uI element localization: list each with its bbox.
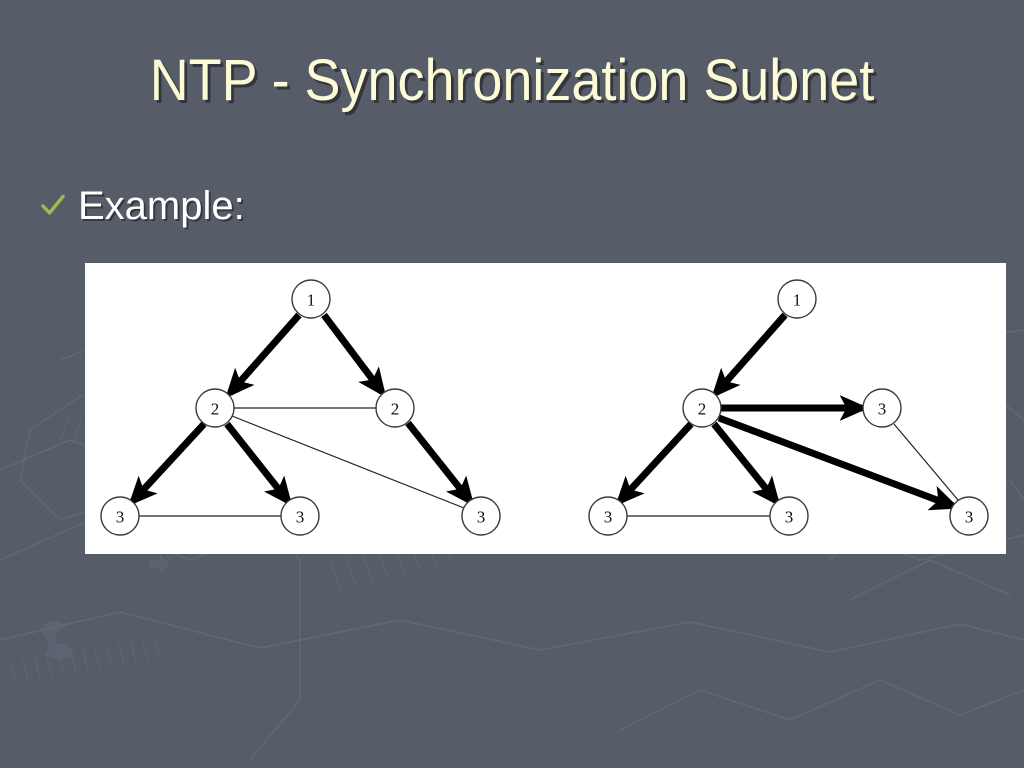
edge-thick-arrow xyxy=(225,312,302,399)
page-title: NTP - Synchronization Subnet xyxy=(149,48,875,113)
node-stratum-3: 3 xyxy=(461,496,501,536)
node-label: 2 xyxy=(211,400,220,419)
node-stratum-2: 2 xyxy=(682,388,722,428)
node-stratum-1: 1 xyxy=(291,279,331,319)
node-stratum-3: 3 xyxy=(862,388,902,428)
node-label: 1 xyxy=(793,291,802,310)
node-stratum-3: 3 xyxy=(769,496,809,536)
figure-panel: 1 2 2 3 3 xyxy=(85,263,1006,554)
synchronization-subnet-diagram: 1 2 2 3 3 xyxy=(100,279,989,536)
check-icon xyxy=(41,194,65,215)
node-label: 3 xyxy=(965,508,974,527)
edge-thick-arrow xyxy=(321,312,387,398)
node-label: 2 xyxy=(391,400,400,419)
node-label: 1 xyxy=(307,291,316,310)
edge-thick-arrow xyxy=(615,421,694,507)
diagram-nodes-after: 1 2 3 3 3 xyxy=(588,279,989,536)
edge-thick-arrow xyxy=(711,312,788,399)
node-stratum-3: 3 xyxy=(100,496,140,536)
node-label: 3 xyxy=(116,508,125,527)
edge-thick-arrow xyxy=(711,421,781,507)
edge-thin xyxy=(231,415,465,509)
node-stratum-3: 3 xyxy=(949,496,989,536)
diagram-edges-before xyxy=(128,312,475,517)
node-label: 3 xyxy=(604,508,613,527)
edge-thick-arrow xyxy=(405,420,475,507)
edge-thick-arrow xyxy=(128,421,207,507)
node-label: 3 xyxy=(785,508,794,527)
bullet-label: Example: xyxy=(78,184,245,228)
node-stratum-3: 3 xyxy=(280,496,320,536)
node-stratum-2: 2 xyxy=(375,388,415,428)
edge-thick-arrow xyxy=(717,414,960,511)
edge-thick-arrow xyxy=(224,421,293,507)
node-stratum-1: 1 xyxy=(777,279,817,319)
bullet-item: Example: xyxy=(40,186,245,226)
diagram-edges-after xyxy=(615,312,960,517)
node-label: 3 xyxy=(878,400,887,419)
node-label: 3 xyxy=(296,508,305,527)
node-stratum-2: 2 xyxy=(195,388,235,428)
node-label: 2 xyxy=(698,400,707,419)
node-label: 3 xyxy=(477,508,486,527)
node-stratum-3: 3 xyxy=(588,496,628,536)
diagram-nodes-before: 1 2 2 3 3 xyxy=(100,279,501,536)
